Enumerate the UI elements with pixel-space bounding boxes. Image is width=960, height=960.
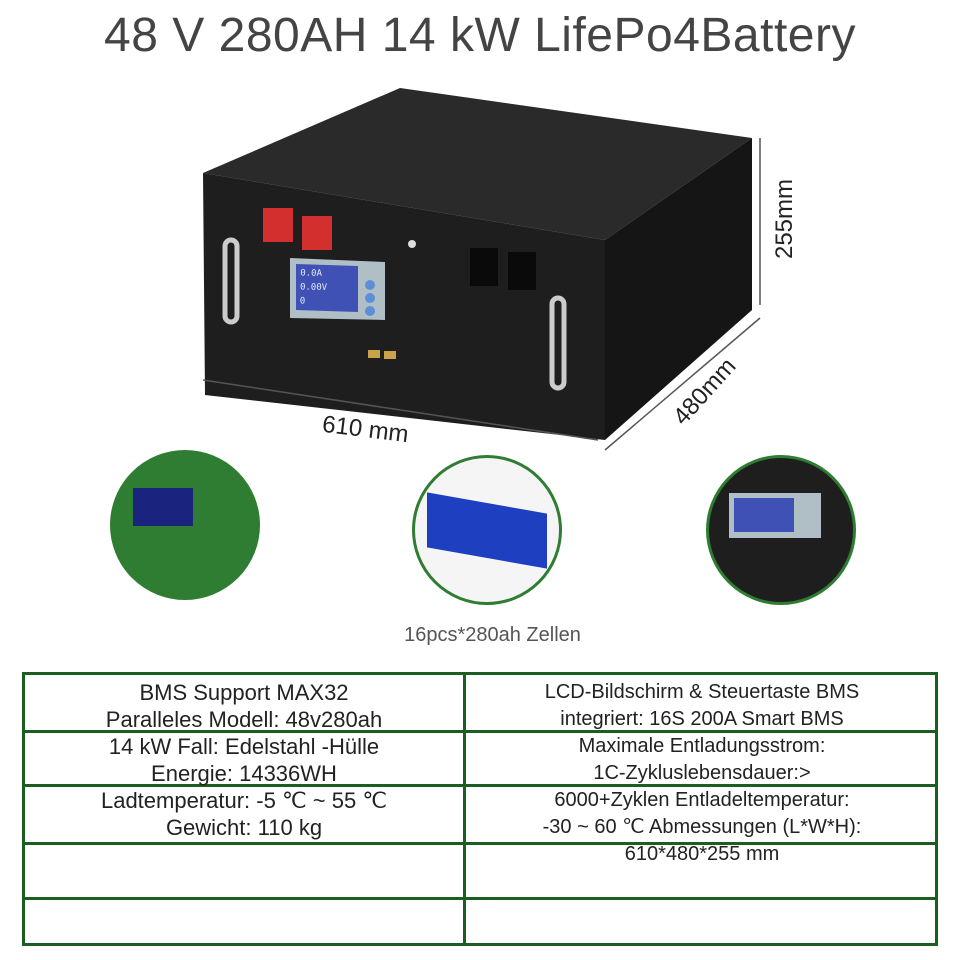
height-label: 255mm [771, 178, 799, 260]
spec-line: 6000+Zyklen Entladeltemperatur: [554, 789, 850, 811]
spec-line: Maximale Entladungsstrom: [578, 735, 826, 757]
spec-table: BMS Support MAX32 Paralleles Modell: 48v… [22, 672, 938, 946]
left-handle [222, 237, 240, 325]
spec-line: Paralleles Modell: 48v280ah [105, 707, 383, 732]
cells-caption: 16pcs*280ah Zellen [404, 624, 581, 646]
spec-line: 1C-Zykluslebensdauer:> [593, 762, 811, 784]
battery-illustration [202, 88, 761, 451]
spec-line: 610*480*255 mm [624, 843, 780, 865]
lcd-screen [296, 264, 358, 312]
lcd-voltage-readout: 0.00V [299, 282, 328, 293]
battery-side [605, 138, 752, 440]
product-title: 48 V 280AH 14 kW LifePo4Battery [104, 9, 856, 62]
spec-line: Gewicht: 110 kg [165, 815, 323, 840]
spec-line: Energie: 14336WH [151, 761, 337, 786]
cell-image [412, 455, 562, 605]
spec-line: integriert: 16S 200A Smart BMS [560, 708, 844, 730]
lcd-current-readout: 0.0A [300, 268, 323, 279]
spec-right: LCD-Bildschirm & Steuertaste BMS integri… [466, 679, 938, 868]
battery-top [203, 88, 752, 240]
positive-terminal [263, 208, 293, 242]
spec-left: BMS Support MAX32 Paralleles Modell: 48v… [25, 679, 463, 841]
lcd-readouts: 0.0A 0.00V 0 [300, 267, 357, 310]
spec-line: LCD-Bildschirm & Steuertaste BMS [544, 681, 860, 703]
bms-board-image [110, 450, 260, 600]
negative-terminal [302, 216, 332, 250]
spec-line: BMS Support MAX32 [139, 680, 349, 705]
spec-line: 14 kW Fall: Edelstahl -Hülle [108, 734, 380, 759]
lcd-third-readout: 0 [299, 296, 306, 307]
spec-line: Ladtemperatur: -5 ℃ ~ 55 ℃ [100, 788, 388, 813]
lcd-closeup-image [706, 455, 856, 605]
right-handle [549, 295, 567, 391]
spec-line: -30 ~ 60 ℃ Abmessungen (L*W*H): [542, 816, 862, 838]
